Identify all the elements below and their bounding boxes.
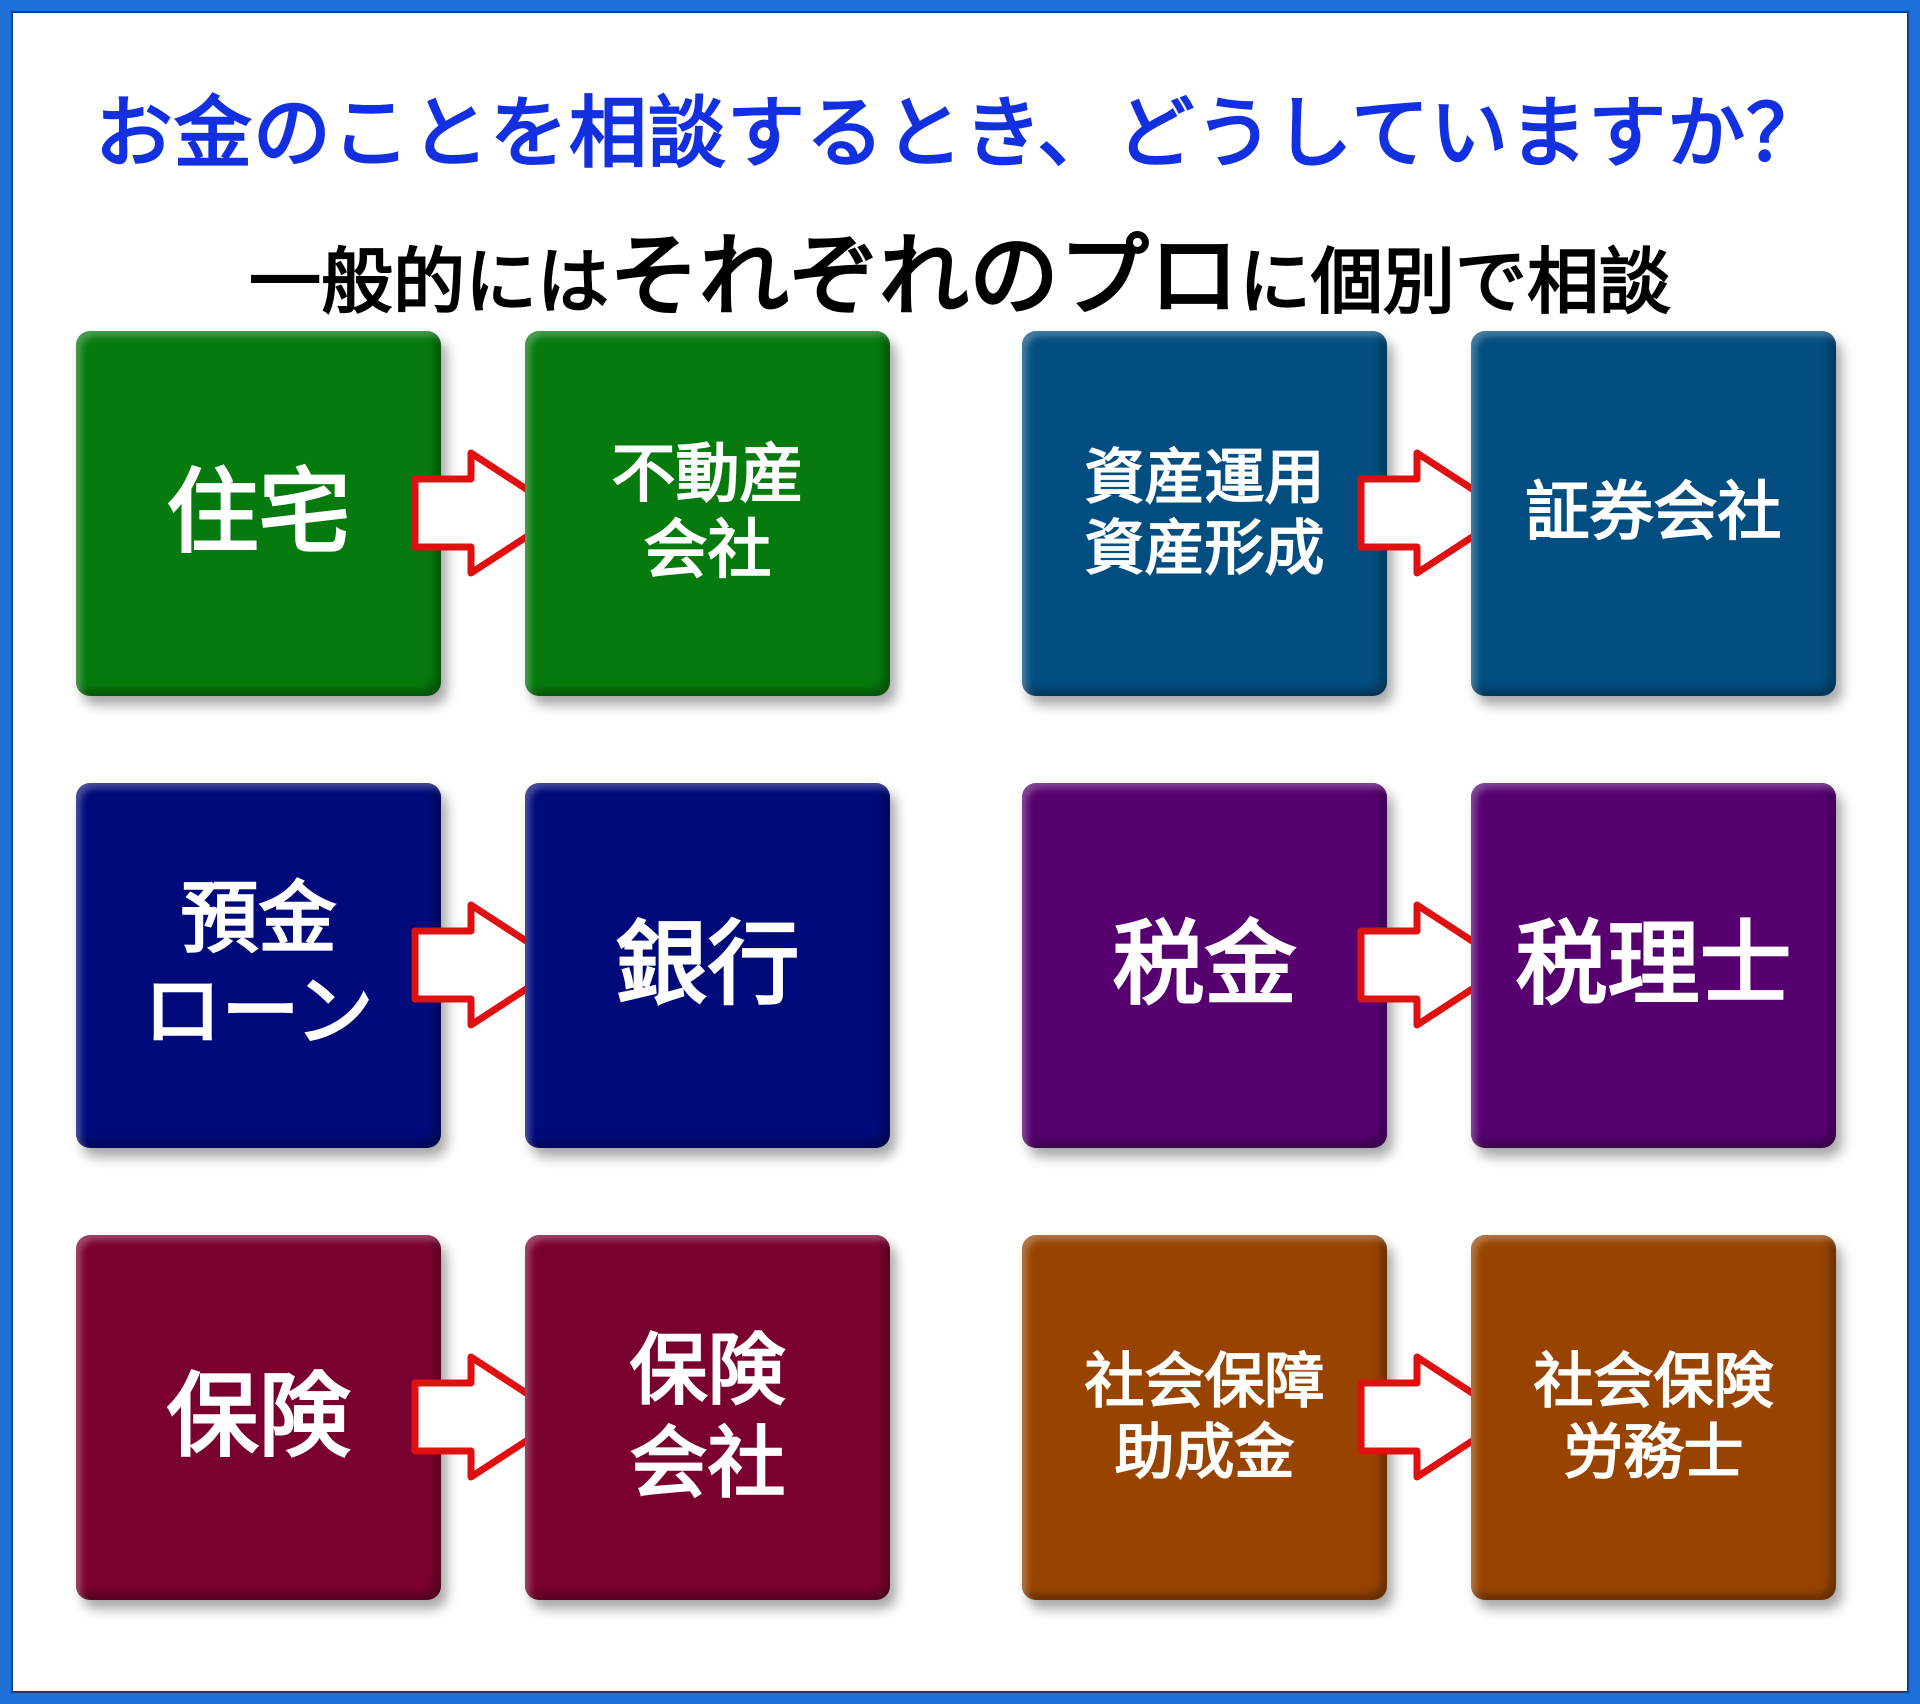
tile-housing: 住宅 (76, 331, 441, 696)
tile-social-security: 社会保障 助成金 (1022, 1235, 1387, 1600)
arrow-right-icon (411, 1353, 567, 1481)
tile-real-estate-company-label: 不動産 会社 (611, 437, 804, 588)
tile-labor-consultant: 社会保険 労務士 (1471, 1235, 1836, 1600)
tile-tax-accountant-label: 税理士 (1515, 911, 1792, 1019)
tile-deposit-loan: 預金 ローン (76, 783, 441, 1148)
page-title: お金のことを相談するとき、どうしていますか？ (94, 89, 1826, 179)
arrow-right-icon (411, 449, 567, 577)
tile-tax-accountant: 税理士 (1471, 783, 1836, 1148)
arrow-right-icon (1357, 1353, 1513, 1481)
tile-insurance-company: 保険 会社 (525, 1235, 890, 1600)
arrow-right-icon (411, 901, 567, 1029)
subtitle-part-1: 一般的には (248, 240, 609, 324)
subtitle-part-3: に個別で相談 (1239, 240, 1672, 324)
content-panel: お金のことを相談するとき、どうしていますか？ 一般的にはそれぞれのプロに個別で相… (11, 11, 1909, 1693)
tile-bank-label: 銀行 (615, 911, 800, 1019)
subtitle-part-2: それぞれのプロ (609, 224, 1239, 329)
tile-deposit-loan-label: 預金 ローン (143, 874, 374, 1057)
tile-asset-management: 資産運用 資産形成 (1022, 331, 1387, 696)
tile-asset-management-label: 資産運用 資産形成 (1084, 442, 1325, 584)
tile-bank: 銀行 (525, 783, 890, 1148)
tile-labor-consultant-label: 社会保険 労務士 (1533, 1346, 1774, 1488)
tile-insurance: 保険 (76, 1235, 441, 1600)
arrow-right-icon (1357, 449, 1513, 577)
tile-real-estate-company: 不動産 会社 (525, 331, 890, 696)
tile-social-security-label: 社会保障 助成金 (1084, 1346, 1325, 1488)
tile-securities-company: 証券会社 (1471, 331, 1836, 696)
page-subtitle: 一般的にはそれぞれのプロに個別で相談 (13, 203, 1907, 333)
tile-insurance-label: 保険 (166, 1363, 351, 1471)
arrow-right-icon (1357, 901, 1513, 1029)
tile-housing-label: 住宅 (166, 459, 351, 567)
tile-tax: 税金 (1022, 783, 1387, 1148)
tile-securities-company-label: 証券会社 (1525, 475, 1782, 550)
tile-tax-label: 税金 (1112, 911, 1297, 1019)
tile-insurance-company-label: 保険 会社 (629, 1326, 786, 1509)
